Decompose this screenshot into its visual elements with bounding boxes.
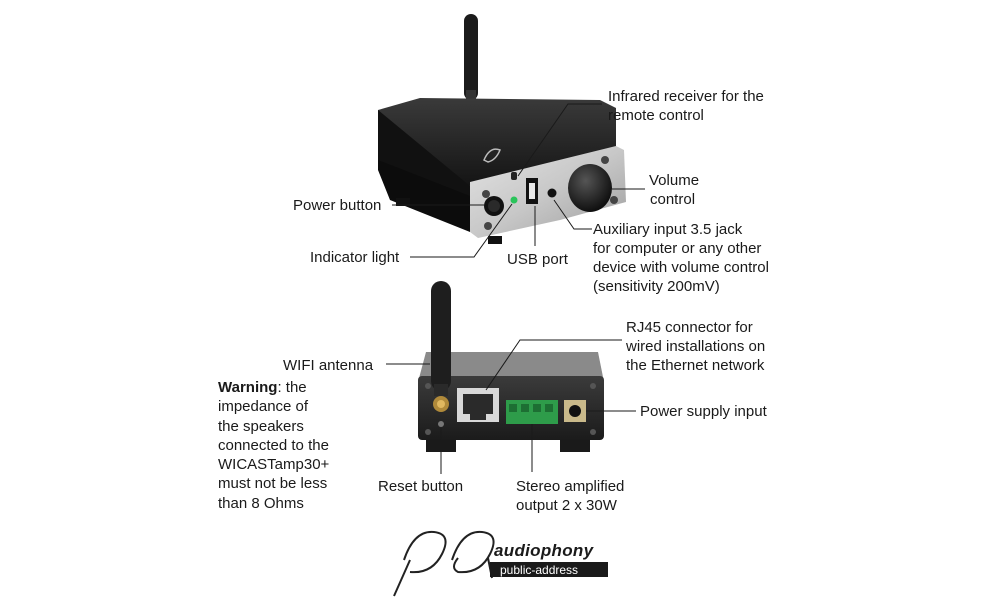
front-screw	[610, 196, 618, 204]
leader-indicator	[410, 203, 513, 258]
leader-infrared	[517, 103, 602, 177]
rear-screw	[590, 383, 596, 389]
front-antenna	[464, 14, 478, 100]
tagline-bar	[490, 562, 608, 577]
label-wifi-antenna: WIFI antenna	[283, 357, 374, 374]
label-reset-button: Reset button	[378, 478, 464, 495]
rear-antenna	[431, 281, 451, 391]
rear-screw	[425, 383, 431, 389]
front-device-illustration	[378, 14, 626, 244]
brand-name: audiophony	[494, 541, 594, 560]
leader-rj45	[485, 339, 622, 391]
label-aux-input: Auxiliary input 3.5 jack for computer or…	[593, 221, 769, 295]
leader-aux	[553, 199, 592, 230]
label-usb-port: USB port	[507, 251, 568, 268]
label-infrared: Infrared receiver for the remote control	[608, 88, 764, 124]
rear-screw	[425, 429, 431, 435]
pa-monogram-graphic	[393, 530, 495, 597]
front-screw	[482, 190, 490, 198]
reset-button-graphic	[438, 421, 444, 427]
label-power-supply: Power supply input	[640, 403, 767, 420]
brand-tagline: public-address	[500, 563, 579, 577]
volume-knob-graphic	[568, 164, 612, 212]
warning-title: Warning	[218, 379, 278, 396]
aux-jack-graphic	[547, 188, 557, 198]
leader-lines	[386, 103, 645, 474]
rear-screw	[590, 429, 596, 435]
front-screw	[601, 156, 609, 164]
warning-note: Warning: the impedance of the speakers c…	[218, 379, 330, 512]
ir-receiver-graphic	[511, 172, 517, 180]
label-indicator-light: Indicator light	[310, 249, 400, 266]
label-stereo-output: Stereo amplified output 2 x 30W	[516, 478, 625, 514]
label-rj45: RJ45 connector for wired installations o…	[626, 319, 766, 374]
rear-device-illustration	[418, 281, 604, 452]
indicator-light-graphic	[510, 196, 518, 204]
label-volume: Volume control	[649, 172, 700, 208]
front-screw	[484, 222, 492, 230]
label-power-button: Power button	[293, 197, 382, 214]
